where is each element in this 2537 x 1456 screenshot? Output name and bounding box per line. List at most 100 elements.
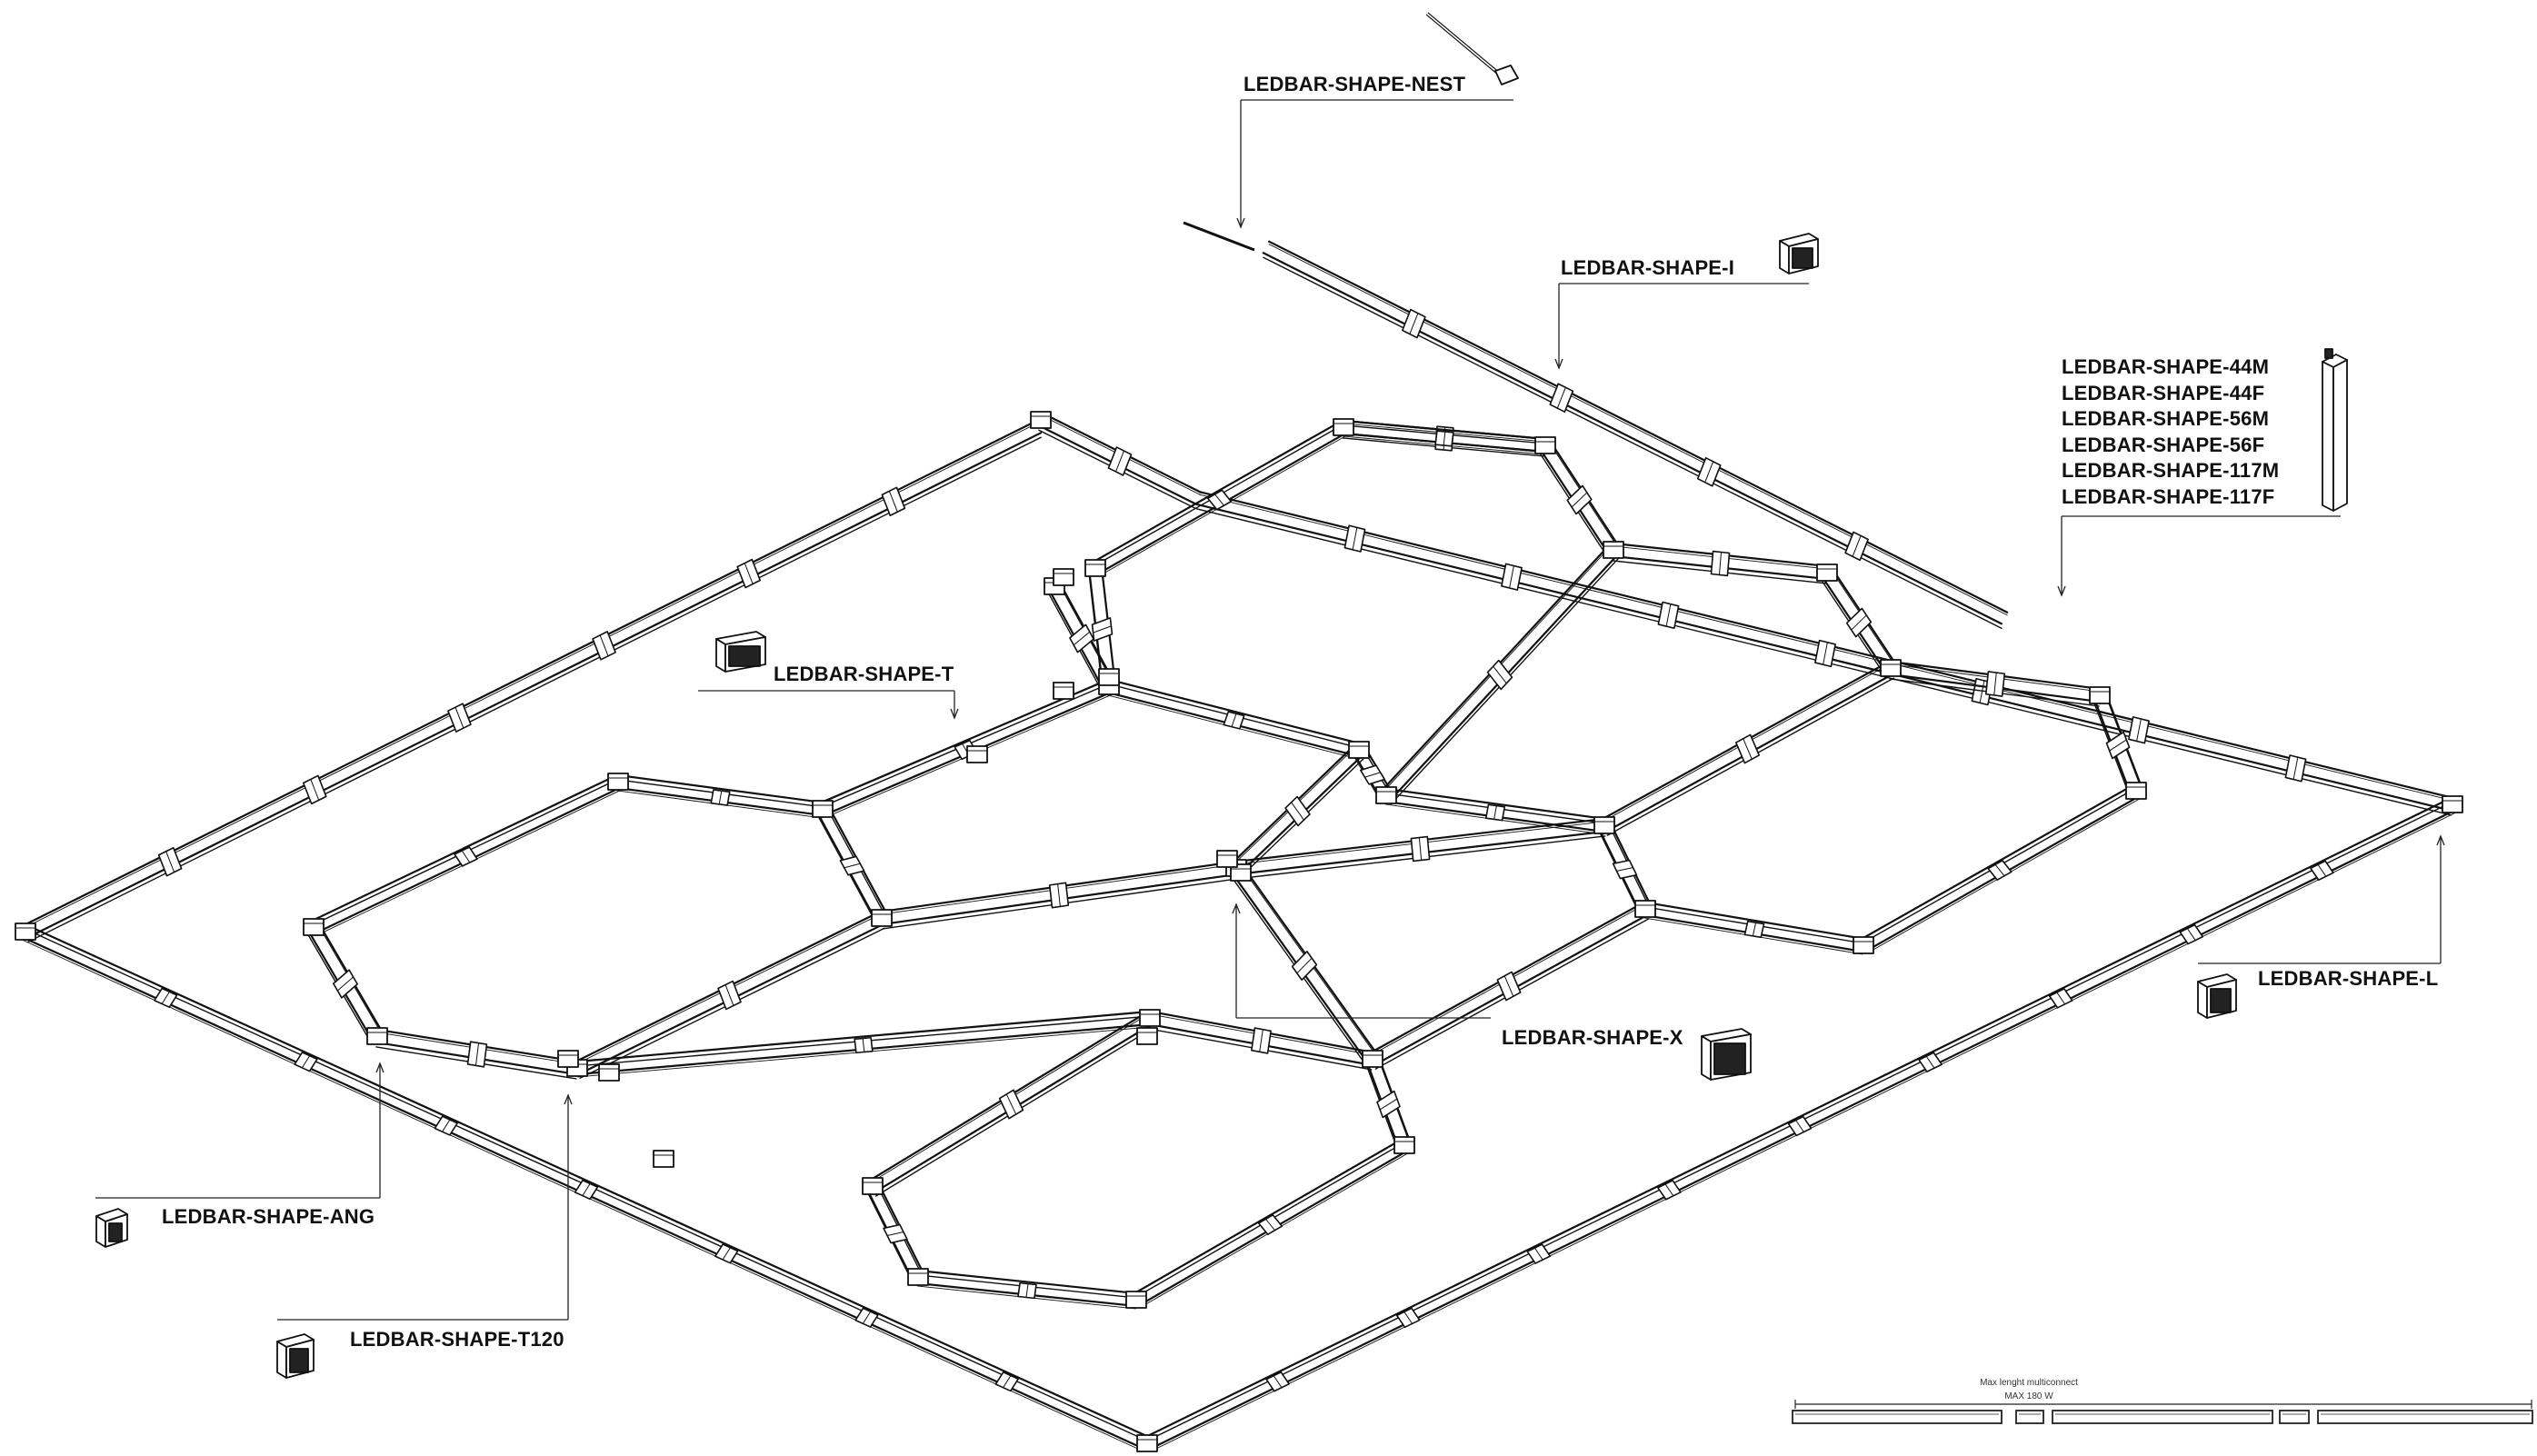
hex-rail-j-k: [1383, 787, 1607, 835]
hex-rail-af-m: [879, 860, 1239, 930]
hex-node-x: [607, 773, 629, 791]
label-shape-lengths: LEDBAR-SHAPE-44M LEDBAR-SHAPE-44F LEDBAR…: [2062, 354, 2279, 510]
label-shape-t120: LEDBAR-SHAPE-T120: [350, 1328, 564, 1351]
hex-node-ad: [1098, 668, 1120, 686]
label-shape-l: LEDBAR-SHAPE-L: [2258, 967, 2439, 990]
hex-node-af: [871, 909, 893, 927]
hex-rail-e-f: [1888, 660, 2103, 707]
hex-rail-y-x: [615, 773, 825, 819]
hex-node-ag: [1136, 1027, 1158, 1045]
leader-arrow-5: [2436, 834, 2445, 846]
hex-node-e: [1880, 659, 1902, 677]
hex-node-j: [1593, 816, 1615, 834]
hex-node-o: [1362, 1050, 1383, 1068]
connector-i-icon: [1779, 233, 1819, 274]
label-length-44f: LEDBAR-SHAPE-44F: [2062, 381, 2265, 404]
label-length-56f: LEDBAR-SHAPE-56F: [2062, 433, 2265, 456]
hex-node-f: [2089, 686, 2111, 704]
connector-nest-icon: [1183, 12, 1519, 252]
connector-icons: [95, 12, 2348, 1379]
hex-rail-w-v: [306, 922, 385, 1045]
hex-rail-m-o: [1230, 863, 1379, 1068]
legend-bar: [2052, 1410, 2273, 1424]
hex-rail-ah-af: [573, 911, 886, 1079]
hex-rail-f-g: [2093, 692, 2143, 799]
label-shape-i: LEDBAR-SHAPE-I: [1561, 256, 1735, 279]
hex-node-ae: [1084, 559, 1106, 577]
leader-arrow-6: [375, 1062, 385, 1073]
leader-arrow-2: [2057, 585, 2066, 597]
leader-arrow-1: [1554, 358, 1563, 370]
leader-arrow-4: [1232, 903, 1241, 914]
hex-rail-h-i: [1643, 901, 1866, 955]
hex-node-g: [2125, 782, 2147, 800]
hex-node-l: [1348, 741, 1370, 759]
hex-rail-c-d: [1612, 542, 1829, 584]
hex-node-b: [1534, 436, 1556, 454]
label-length-44m: LEDBAR-SHAPE-44M: [2062, 355, 2270, 378]
frame-corner-1: [1030, 411, 1052, 429]
hex-node-ai: [557, 1050, 579, 1068]
hex-node-p: [1393, 1136, 1415, 1154]
label-shape-ang: LEDBAR-SHAPE-ANG: [162, 1205, 375, 1228]
connector-l-icon: [2197, 973, 2237, 1019]
hex-rail-a-ae: [1091, 420, 1348, 577]
label-shape-nest: LEDBAR-SHAPE-NEST: [1244, 73, 1466, 95]
hex-rail-l-aa: [1106, 679, 1362, 760]
label-shape-t: LEDBAR-SHAPE-T: [774, 663, 954, 685]
connector-ang-icon: [95, 1208, 128, 1248]
hex-node-i: [1634, 900, 1656, 918]
hex-node-v: [366, 1027, 388, 1045]
label-length-117f: LEDBAR-SHAPE-117F: [2062, 484, 2275, 508]
hex-rail-af-y: [815, 804, 889, 924]
hex-node-al: [1053, 682, 1074, 700]
hex-node-u: [598, 1063, 620, 1082]
hex-node-w: [303, 918, 325, 936]
hex-node-ac: [1230, 863, 1252, 882]
leader-arrow-0: [1236, 217, 1245, 229]
leader-arrow-7: [564, 1093, 573, 1105]
legend-connector: [2015, 1410, 2044, 1424]
frame-corner-0: [15, 922, 36, 941]
hex-rail-p-q: [1132, 1138, 1409, 1309]
hex-node-h: [1853, 936, 1874, 954]
hex-rail-q-r: [916, 1269, 1138, 1310]
label-shape-x: LEDBAR-SHAPE-X: [1502, 1026, 1683, 1049]
hex-node-y: [812, 800, 834, 818]
ledbar-profile-network: [15, 240, 2463, 1452]
hex-rail-o-p: [1365, 1055, 1412, 1153]
hex-rail-n-ah: [575, 1010, 1152, 1078]
hex-rail-j-e: [1600, 661, 1895, 836]
hex-node-k: [1375, 786, 1397, 804]
hex-node-z: [966, 745, 988, 763]
hex-node-ak: [1053, 568, 1074, 586]
legend-bar: [1792, 1410, 2003, 1424]
hex-rail-i-j: [1597, 821, 1653, 915]
legend-connector: [2279, 1410, 2310, 1424]
connector-t120-icon: [276, 1333, 315, 1379]
connector-t-icon: [715, 631, 766, 673]
hex-node-n: [1139, 1009, 1161, 1027]
frame-rail-top-short: [1037, 413, 1203, 509]
hex-node-a: [1333, 418, 1354, 436]
hex-node-aj: [1216, 850, 1238, 868]
hex-rail-o-i: [1368, 902, 1650, 1070]
hex-rail-b-c: [1539, 441, 1620, 559]
hex-rail-s-n: [868, 1011, 1154, 1197]
frame-rail-bottom-left: [21, 924, 1152, 1452]
hex-rail-d-e: [1821, 568, 1897, 677]
legend-max: MAX 180 W: [2004, 1391, 2053, 1401]
hex-node-t: [653, 1150, 674, 1168]
frame-corner-3: [1136, 1434, 1158, 1452]
hex-rail-b-a: [1342, 419, 1547, 455]
connector-x-icon: [1701, 1028, 1752, 1081]
frame-rail-top-right: [1195, 491, 2455, 816]
legend-bar: [2317, 1410, 2533, 1424]
label-length-56m: LEDBAR-SHAPE-56M: [2062, 407, 2270, 430]
hex-rail-aa-y: [819, 679, 1113, 818]
multiconnect-legend: [1792, 1400, 2533, 1424]
leader-arrow-3: [950, 708, 959, 720]
profile-bar-icon: [2322, 348, 2348, 512]
feed-rail-upper: [1262, 240, 2009, 629]
